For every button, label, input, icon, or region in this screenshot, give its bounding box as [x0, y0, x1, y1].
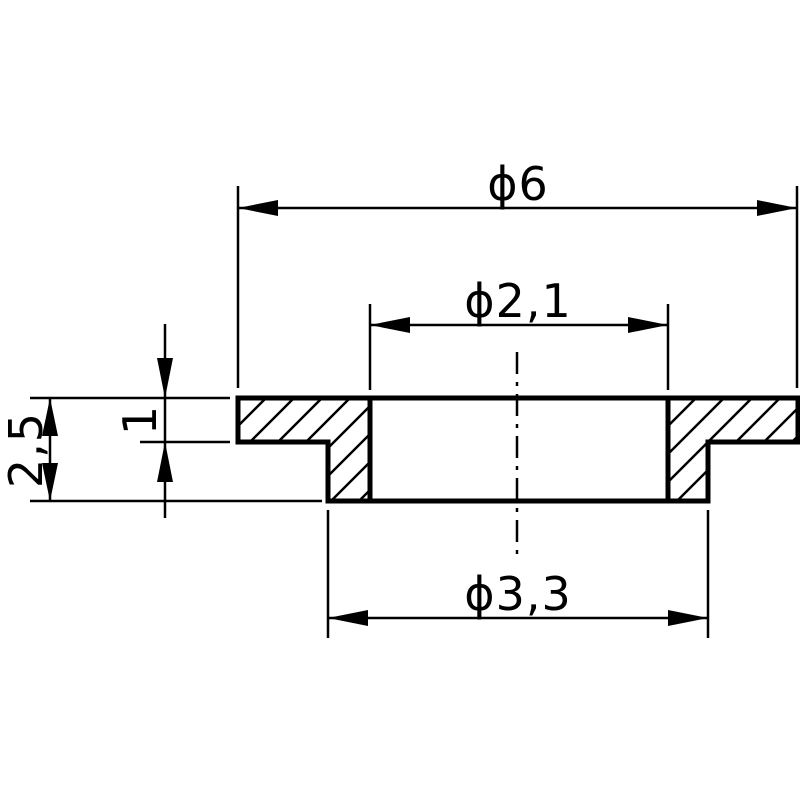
arrow-head: [328, 610, 368, 626]
hatch-line: [668, 398, 753, 501]
section-hatching-left: [238, 398, 574, 501]
washer-right-section: [665, 395, 800, 504]
hatch-line: [704, 398, 798, 501]
dimension-flange-thickness: 1: [113, 324, 230, 518]
hatch-line: [676, 398, 781, 501]
arrow-head: [757, 200, 797, 216]
arrow-head: [668, 610, 708, 626]
dimension-total-height: 2,5: [0, 396, 322, 503]
arrow-head: [42, 463, 58, 501]
hatch-line: [302, 398, 370, 501]
hatch-line: [732, 398, 798, 501]
hatch-line: [238, 398, 267, 501]
arrow-head: [157, 442, 173, 482]
hatch-line: [443, 398, 546, 501]
hatch-line: [238, 398, 323, 501]
arrow-head: [157, 358, 173, 398]
dimension-hole-diameter: ϕ2,1: [368, 274, 670, 390]
hatch-line: [238, 398, 295, 501]
hatch-line: [668, 398, 697, 501]
dimension-outer-diameter: ϕ6: [236, 157, 799, 388]
arrow-head: [42, 398, 58, 436]
hatch-line: [668, 398, 669, 501]
hatch-line: [387, 398, 490, 501]
hatch-line: [471, 398, 574, 501]
washer-left-section: [235, 395, 373, 504]
outer-diameter-label: ϕ6: [487, 157, 549, 211]
arrow-head: [238, 200, 278, 216]
shoulder-diameter-label: ϕ3,3: [464, 567, 572, 621]
hatch-line: [246, 398, 351, 501]
section-hatching-right: [668, 398, 798, 501]
hatch-line: [330, 398, 370, 501]
hatch-line: [358, 398, 370, 501]
arrow-head: [370, 317, 410, 333]
hatch-line: [415, 398, 518, 501]
total-height-label: 2,5: [0, 412, 53, 488]
flange-thickness-label: 1: [113, 405, 167, 435]
hatch-line: [668, 398, 725, 501]
hole-diameter-label: ϕ2,1: [464, 274, 572, 328]
arrow-head: [628, 317, 668, 333]
dimension-shoulder-diameter: ϕ3,3: [326, 510, 710, 638]
